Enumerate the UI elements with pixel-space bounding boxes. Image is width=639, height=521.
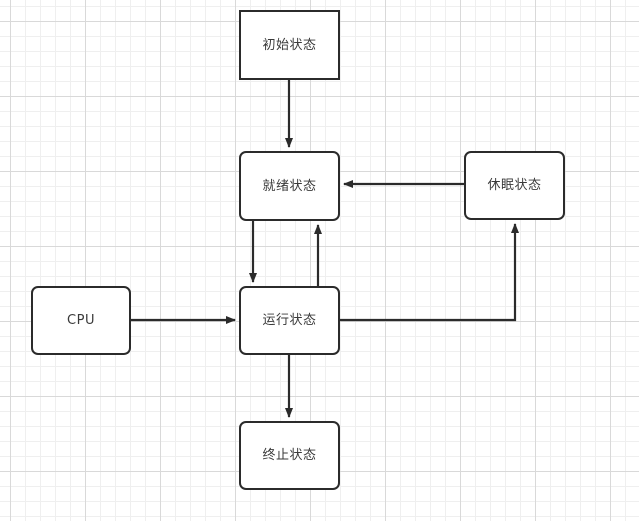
- node-label: 初始状态: [262, 37, 317, 53]
- node-cpu[interactable]: CPU: [31, 286, 131, 355]
- node-terminated-state[interactable]: 终止状态: [239, 421, 340, 490]
- node-initial-state[interactable]: 初始状态: [239, 10, 340, 80]
- node-running-state[interactable]: 运行状态: [239, 286, 340, 355]
- node-sleep-state[interactable]: 休眠状态: [464, 151, 565, 220]
- node-ready-state[interactable]: 就绪状态: [239, 151, 340, 221]
- node-label: 终止状态: [262, 448, 317, 463]
- node-label: CPU: [67, 313, 95, 328]
- node-label: 休眠状态: [487, 178, 542, 193]
- node-label: 运行状态: [262, 313, 317, 328]
- node-label: 就绪状态: [262, 178, 317, 194]
- edge-running-to-sleep: [340, 223, 519, 322]
